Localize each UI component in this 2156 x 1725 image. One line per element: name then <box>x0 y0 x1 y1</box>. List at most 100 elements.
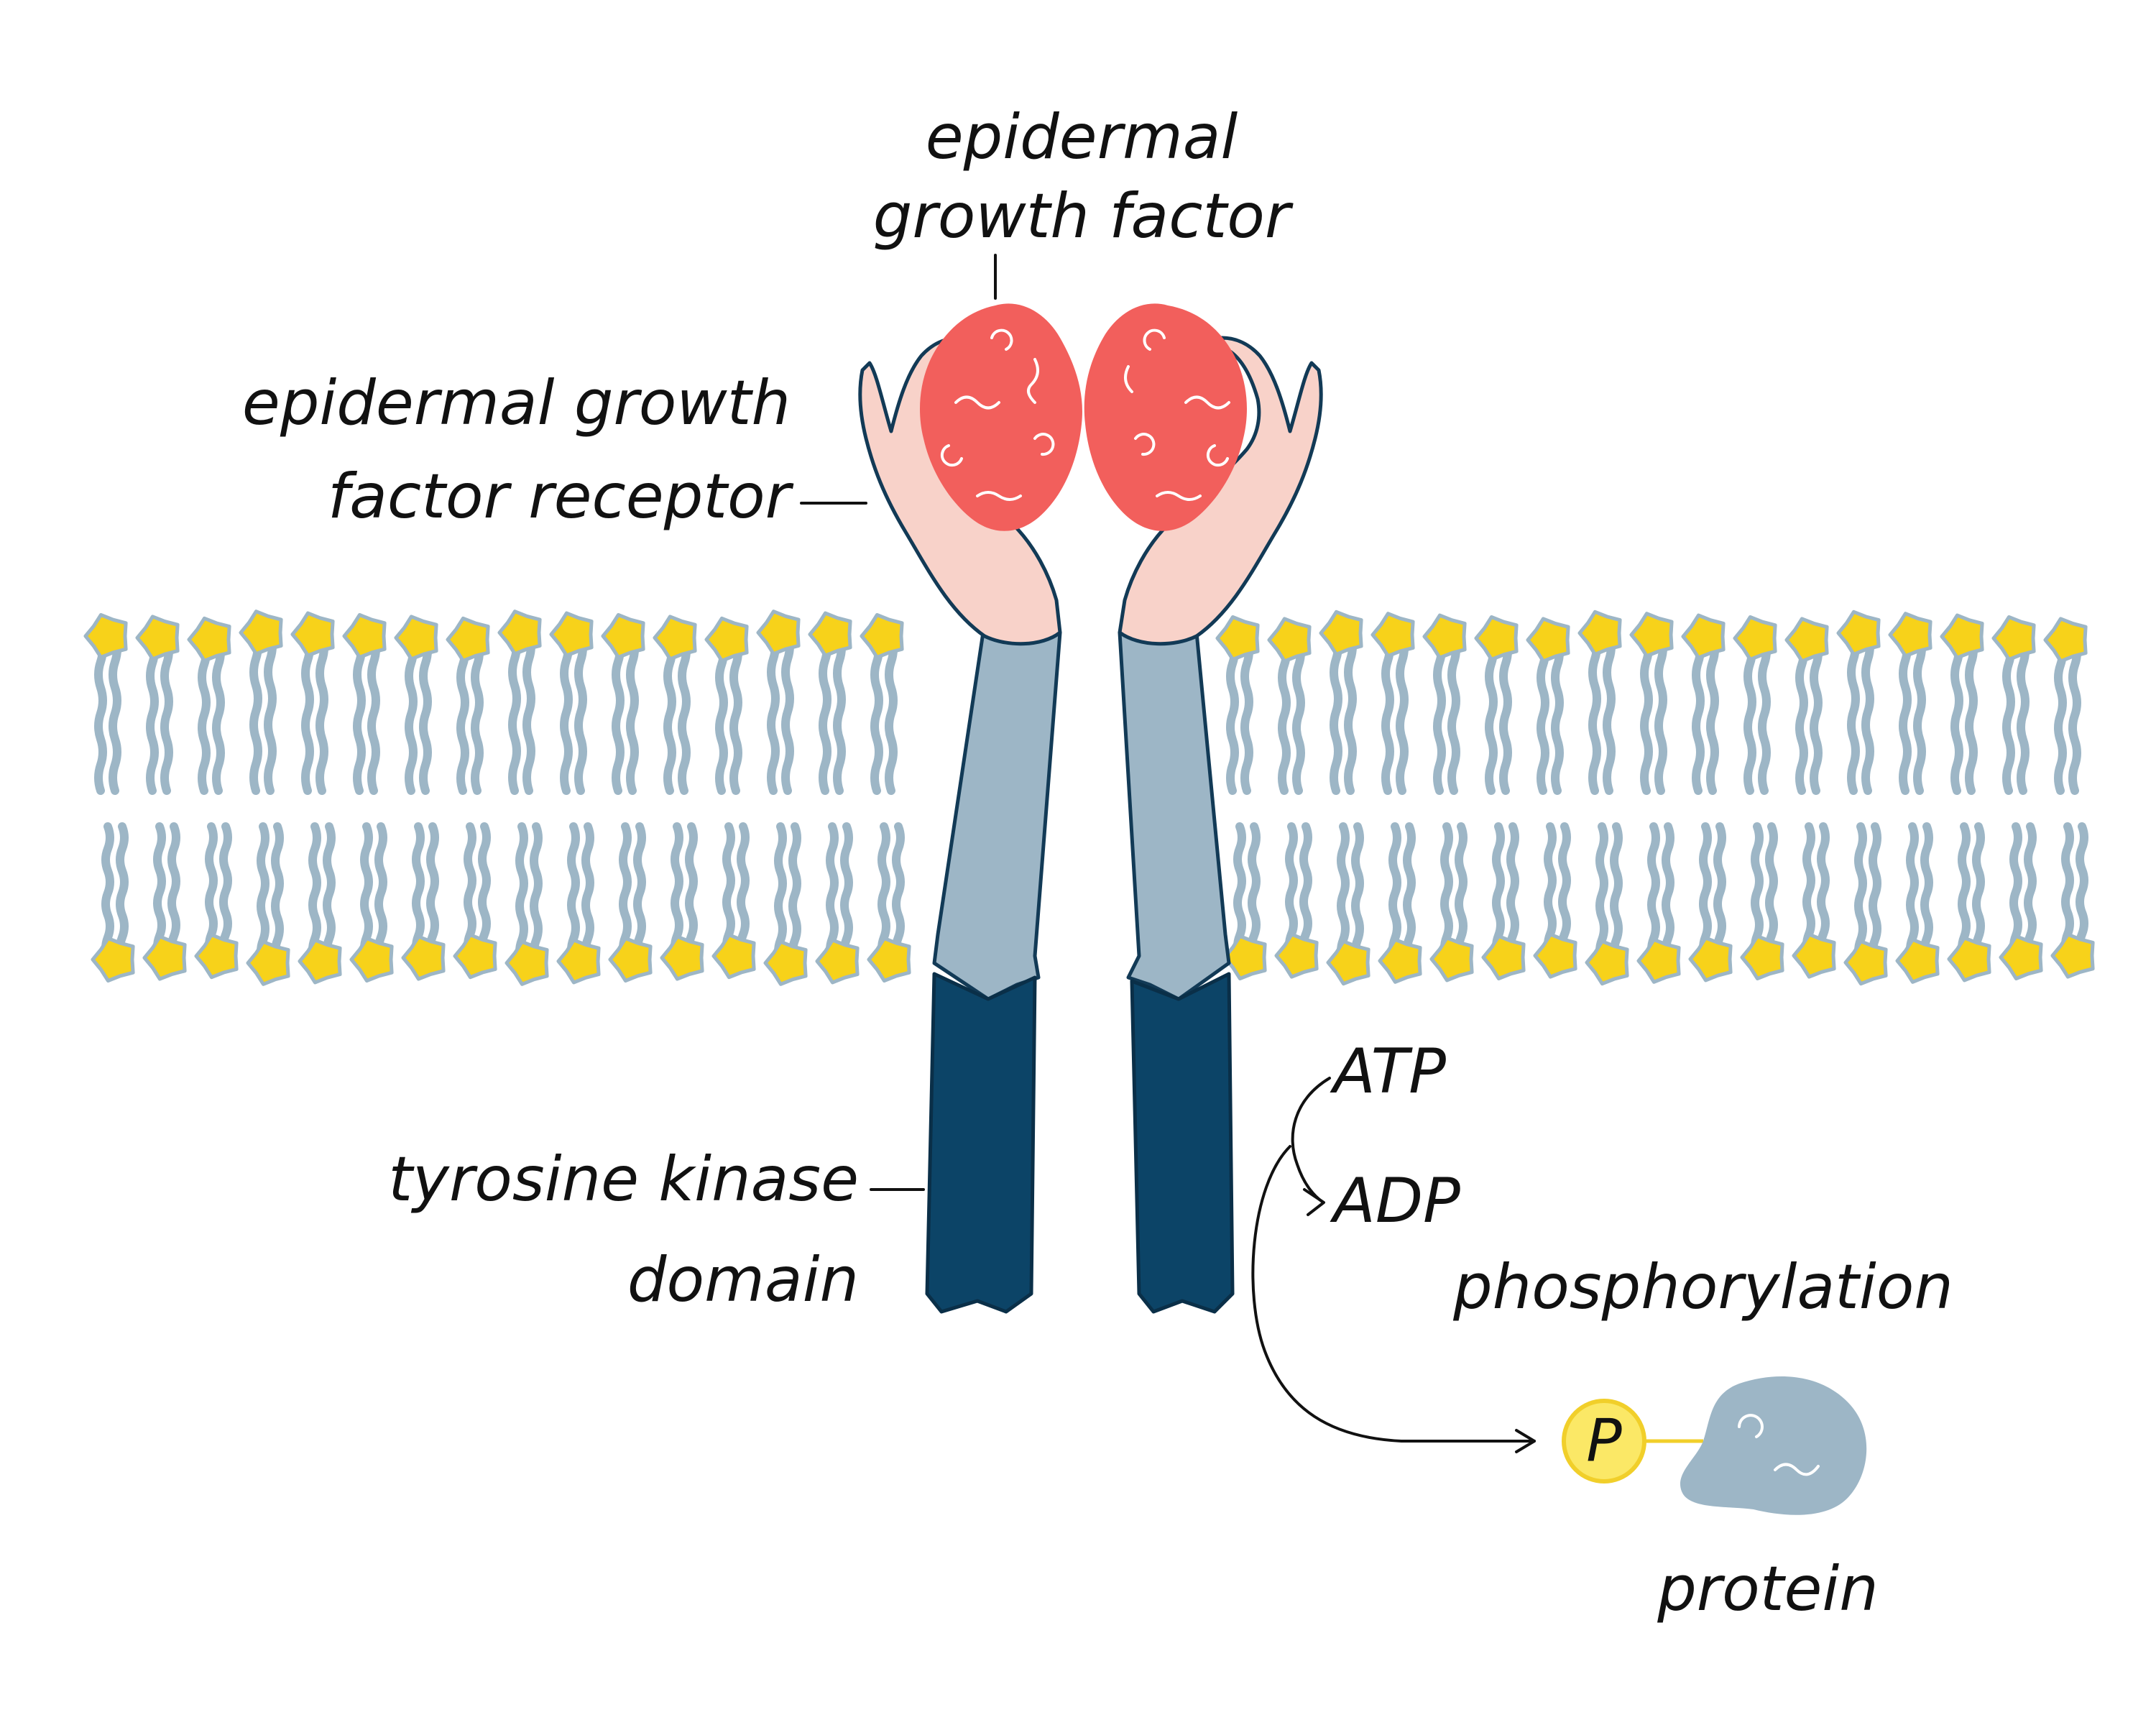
lipid-tail <box>737 822 750 961</box>
lipid-tail <box>167 822 180 962</box>
lipid-tail <box>146 633 159 795</box>
lipid-tail <box>2002 634 2015 795</box>
lipid-tail <box>678 633 691 795</box>
protein-label: protein <box>1657 1553 1879 1625</box>
lipid-tail <box>1499 634 1512 795</box>
lipid-head <box>394 615 438 661</box>
lipid <box>1326 822 1370 986</box>
kinase-label-line2: domain <box>627 1244 859 1316</box>
lipid-head <box>1429 936 1474 983</box>
lipid-tail <box>1396 630 1409 795</box>
lipid <box>556 822 601 985</box>
lipid-tail <box>116 822 129 964</box>
lipid <box>704 616 749 795</box>
lipid-tail <box>198 635 211 795</box>
lipid-tail <box>1551 635 1564 795</box>
lipid-head <box>239 610 283 656</box>
lipid-head <box>453 933 497 980</box>
lipid-head <box>2043 617 2088 663</box>
lipid-head <box>763 939 808 986</box>
lipid <box>1222 822 1267 980</box>
lipid-tail <box>1226 634 1239 795</box>
lipid <box>660 822 704 981</box>
lipid <box>653 615 697 795</box>
lipid <box>342 613 387 795</box>
phosphorylation-label: phosphorylation <box>1453 1251 1953 1323</box>
lipid-tail <box>271 822 284 967</box>
lipid-tail <box>109 632 121 795</box>
lipid-tail <box>160 633 173 795</box>
lipid-tail <box>788 822 801 967</box>
lipid-tail <box>508 628 521 795</box>
lipid-head <box>1784 617 1829 663</box>
lipid-head <box>556 938 601 985</box>
lipid <box>2050 822 2095 979</box>
lipid-head <box>135 615 180 661</box>
lipid-tail <box>94 632 107 795</box>
lipid-tail <box>663 633 676 795</box>
lipid-tail <box>1381 630 1394 795</box>
lipid-head <box>1792 932 1836 979</box>
lipid-head <box>867 937 911 983</box>
lipid-tail <box>1965 632 1978 795</box>
lipid-head <box>756 610 801 656</box>
phosphorylation-arrowhead <box>1515 1429 1536 1453</box>
lipid-tail <box>1765 822 1778 962</box>
lipid-tail <box>1692 632 1705 795</box>
lipid-head <box>1636 937 1681 984</box>
lipid <box>290 611 335 795</box>
lipid-head <box>1326 939 1370 986</box>
lipid-tail <box>1869 822 1881 967</box>
lipid-tail <box>1950 632 1963 795</box>
lipid <box>711 822 756 980</box>
lipid <box>298 822 342 985</box>
lipid <box>608 822 653 983</box>
lipid <box>601 613 645 795</box>
lipid-tail <box>249 628 262 795</box>
lipid-tail <box>870 632 883 795</box>
lipid-head <box>349 937 394 983</box>
receptor-arm-left <box>932 630 1062 1001</box>
lipid-tail <box>892 822 905 964</box>
lipid <box>1792 822 1836 979</box>
lipid-head <box>1526 617 1570 663</box>
lipid-head <box>1999 934 2043 980</box>
lipid-tail <box>426 822 439 962</box>
lipid-tail <box>1351 822 1364 967</box>
lipid <box>446 616 490 795</box>
lipid-head <box>1267 617 1312 663</box>
lipid <box>142 822 187 981</box>
lipid-tail <box>833 630 846 795</box>
lipid <box>1267 617 1312 795</box>
lipid-head <box>187 616 231 663</box>
atp-label: ATP <box>1333 1036 1446 1108</box>
lipid-tail <box>478 822 491 961</box>
lipid-head <box>194 933 239 980</box>
lipid <box>1422 613 1467 795</box>
lipid-tail <box>1610 822 1623 967</box>
lipid-tail <box>301 630 314 795</box>
lipid-tail <box>315 630 328 795</box>
lipid <box>187 616 231 795</box>
lipid-head <box>1474 615 1519 661</box>
lipid-head <box>2050 932 2095 979</box>
lipid <box>394 615 438 795</box>
lipid-tail <box>2068 635 2081 795</box>
lipid <box>1378 822 1422 984</box>
phosphate-circle <box>1562 1399 1646 1484</box>
lipid <box>1319 610 1363 795</box>
lipid <box>1843 822 1888 986</box>
lipid-head <box>342 613 387 659</box>
lipid <box>1474 615 1519 795</box>
lipid-tail <box>612 632 625 795</box>
kinase-domain-left <box>925 972 1037 1314</box>
lipid <box>1784 617 1829 795</box>
lipid-head <box>1378 937 1422 984</box>
lipid <box>239 610 283 795</box>
adp-label: ADP <box>1333 1165 1460 1237</box>
lipid-tail <box>374 822 387 964</box>
lipid-head <box>142 934 187 981</box>
lipid-head <box>1319 610 1363 656</box>
lipid-tail <box>530 822 543 967</box>
egf-label-line2: growth factor <box>872 180 1291 252</box>
